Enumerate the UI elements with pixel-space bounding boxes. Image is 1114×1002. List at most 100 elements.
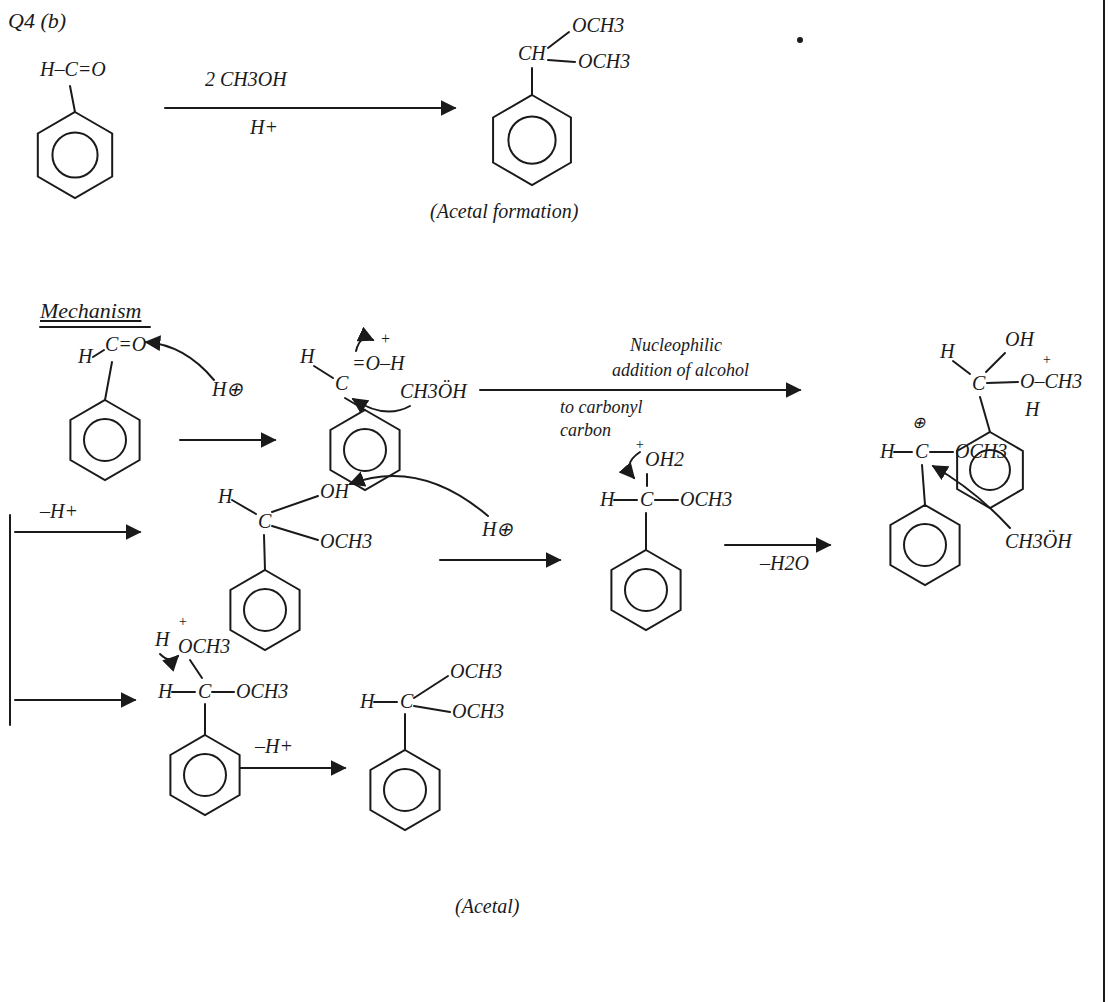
bond — [204, 704, 206, 735]
reagent-label: CH3ÖH — [1005, 530, 1072, 553]
bond — [986, 353, 1005, 372]
benzene-ring — [230, 570, 299, 650]
benzene-ring — [370, 750, 439, 830]
atom-label: OCH3 — [178, 635, 230, 658]
atom-label: C — [335, 372, 348, 395]
question-number: Q4 (b) — [8, 8, 66, 33]
charge-label: + — [178, 614, 187, 630]
charge-label: + — [635, 437, 644, 453]
atom-label: OCH3 — [680, 488, 732, 511]
atom-label: H — [78, 345, 92, 368]
benzene-ring — [70, 400, 139, 480]
bond — [894, 451, 912, 453]
chem-formula: CH — [518, 42, 546, 65]
atom-label: H — [1025, 398, 1039, 421]
bond — [70, 86, 75, 112]
ink-dot — [798, 38, 802, 42]
atom-label: OCH3 — [955, 440, 1007, 463]
step-note: carbon — [560, 420, 611, 441]
bond — [105, 362, 112, 400]
atom-label: H — [880, 440, 894, 463]
atom-label: =O–H — [352, 352, 404, 375]
atom-label: H — [158, 680, 172, 703]
bond — [930, 451, 953, 453]
bond — [953, 361, 970, 374]
bond — [614, 499, 637, 501]
benzene-ring — [611, 550, 680, 630]
bond — [548, 32, 569, 48]
atom-label: H — [218, 485, 232, 508]
bond — [987, 382, 1018, 383]
atom-label: C — [258, 510, 271, 533]
atom-label: OH — [320, 480, 349, 503]
reaction-note: (Acetal) — [455, 895, 519, 918]
atom-label: OCH3 — [236, 680, 288, 703]
atom-label: H — [300, 345, 314, 368]
step-note: –H2O — [760, 552, 809, 575]
benzene-ring — [493, 95, 571, 185]
chem-formula: H–C=O — [40, 58, 106, 81]
atom-label: OH — [1005, 328, 1034, 351]
underline — [40, 326, 150, 328]
atom-label: C — [198, 680, 211, 703]
atom-label: C — [972, 372, 985, 395]
atom-label: C=O — [105, 333, 146, 356]
reaction-arrow — [180, 439, 275, 441]
bond — [922, 465, 925, 505]
benzene-ring — [38, 112, 112, 198]
step-note: to carbonyl — [560, 397, 643, 418]
charge-label: + — [1042, 352, 1051, 368]
chem-formula: OCH3 — [578, 50, 630, 73]
atom-label: OCH3 — [450, 660, 502, 683]
reagent-label: H⊕ — [212, 378, 243, 401]
atom-label: OCH3 — [320, 530, 372, 553]
bond — [93, 350, 104, 357]
reagent-label: CH3ÖH — [400, 380, 467, 403]
atom-label: H — [600, 488, 614, 511]
atom-label: OH2 — [645, 448, 684, 471]
charge-label: + — [380, 330, 391, 348]
atom-label: C — [915, 440, 928, 463]
reaction-arrow — [15, 699, 135, 701]
bond — [531, 68, 533, 95]
section-heading: Mechanism — [40, 298, 141, 323]
reaction-arrow — [240, 767, 345, 769]
bond — [414, 676, 448, 698]
curved-arrow — [933, 466, 1010, 528]
reaction-arrow — [440, 559, 560, 561]
atom-label: H — [940, 340, 954, 363]
bond — [232, 500, 256, 514]
curved-arrow — [629, 452, 640, 478]
curved-arrow — [160, 654, 178, 660]
reagent-label: H+ — [250, 116, 278, 139]
page-border — [9, 515, 11, 725]
step-note: –H+ — [40, 500, 78, 523]
benzene-ring — [330, 410, 399, 490]
reaction-arrow — [15, 531, 140, 533]
reagent-label: H⊕ — [482, 518, 513, 541]
bond — [314, 366, 333, 378]
bond — [272, 496, 318, 512]
bond — [374, 701, 397, 703]
bond — [414, 706, 450, 712]
bond — [404, 714, 406, 750]
bond — [548, 60, 575, 62]
reagent-label: 2 CH3OH — [205, 68, 287, 91]
benzene-ring — [170, 735, 239, 815]
bond — [655, 499, 678, 501]
reaction-arrow — [165, 107, 455, 109]
page-border — [1103, 0, 1105, 1002]
chem-formula: OCH3 — [572, 14, 624, 37]
benzene-ring — [890, 505, 959, 585]
curved-arrow — [350, 476, 488, 516]
charge-label: ⊕ — [912, 414, 925, 432]
curved-arrow — [146, 342, 214, 380]
reaction-arrow — [725, 544, 830, 546]
curved-arrow — [356, 338, 373, 351]
atom-label: C — [640, 488, 653, 511]
step-note: Nucleophilic — [630, 335, 722, 356]
bond — [264, 535, 265, 570]
atom-label: H — [360, 690, 374, 713]
step-note: –H+ — [255, 735, 293, 758]
